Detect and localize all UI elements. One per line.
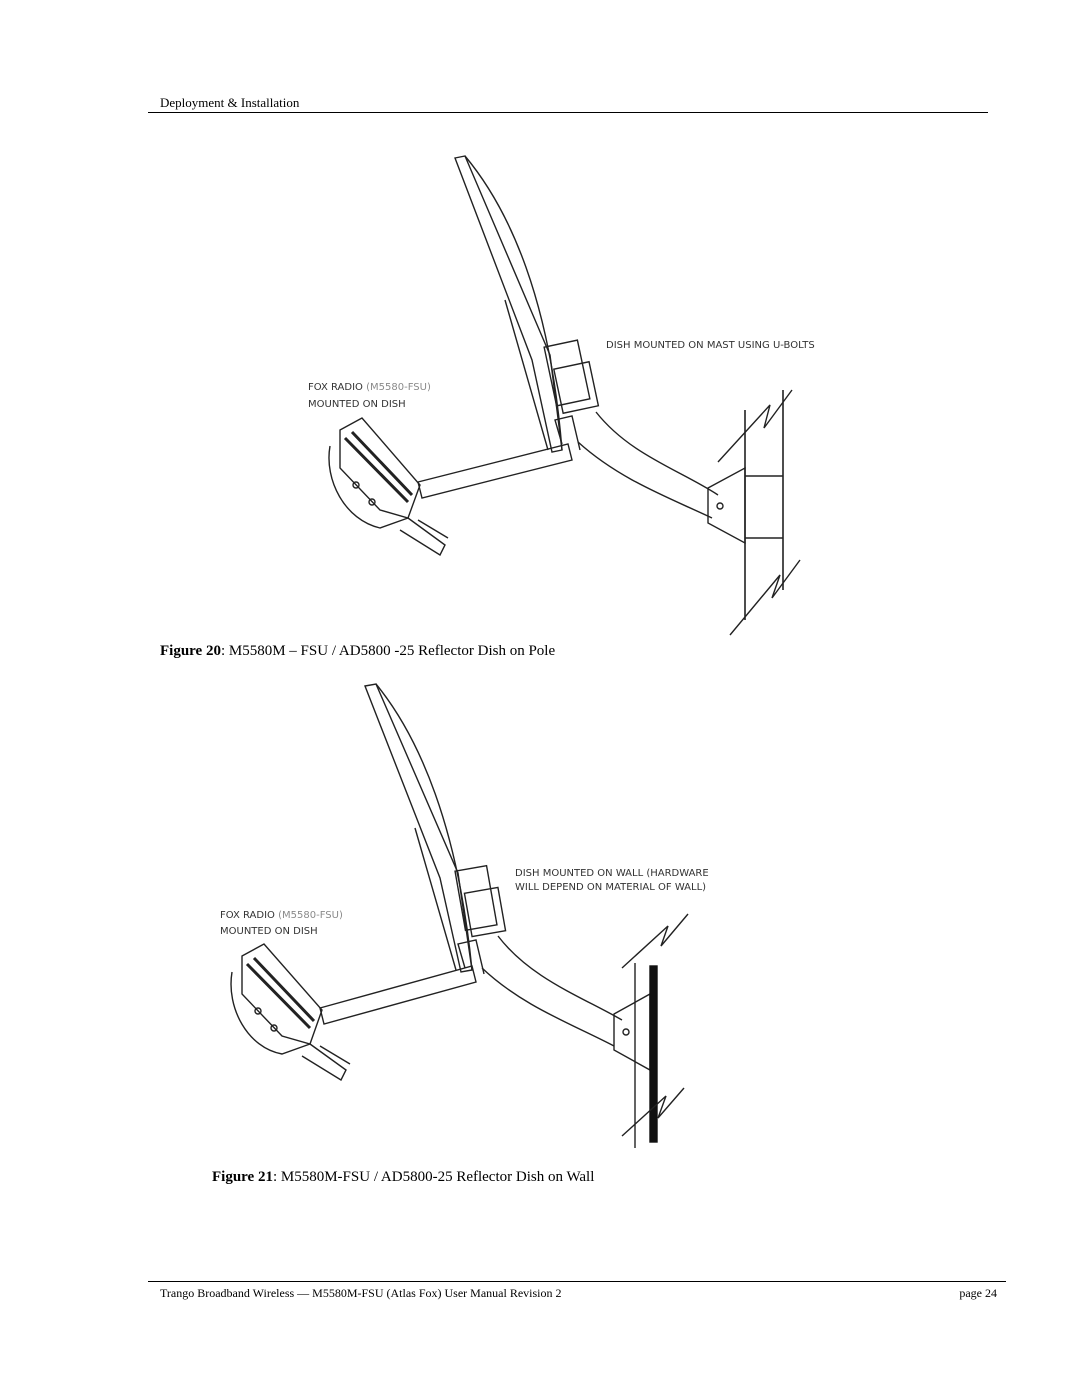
- dish-on-pole-drawing: DISH MOUNTED ON MAST USING U-BOLTS FOX R…: [308, 155, 815, 636]
- callout-radio-line2: MOUNTED ON DISH: [220, 926, 318, 937]
- figure-21-caption: Figure 21: M5580M-FSU / AD5800-25 Reflec…: [212, 1169, 594, 1186]
- mounting-arm: [595, 411, 719, 496]
- footer-page-number: page 24: [959, 1286, 997, 1300]
- footer-divider: [148, 1281, 1006, 1282]
- callout-radio-line1: FOX RADIO (M5580-FSU): [308, 382, 431, 393]
- wall-clamp: [613, 992, 651, 1072]
- figure-20-illustration: DISH MOUNTED ON MAST USING U-BOLTS FOX R…: [300, 150, 860, 640]
- callout-radio-line2: MOUNTED ON DISH: [308, 399, 406, 410]
- feed-arm: [319, 965, 477, 1025]
- figure-21-caption-text: : M5580M-FSU / AD5800-25 Reflector Dish …: [272, 1169, 595, 1185]
- callout-mast-mount: DISH MOUNTED ON MAST USING U-BOLTS: [606, 340, 815, 351]
- callout-radio-prefix: FOX RADIO: [220, 910, 278, 921]
- figure-20-caption-text: : M5580M – FSU / AD5800 -25 Reflector Di…: [220, 643, 556, 659]
- callout-radio-model: (M5580-FSU): [366, 382, 431, 393]
- reflector-dish: [364, 683, 473, 973]
- figure-20-number: Figure 20: [160, 643, 221, 659]
- pole-clamp: [707, 466, 746, 545]
- callout-wall-mount-line1: DISH MOUNTED ON WALL (HARDWARE: [515, 868, 709, 879]
- callout-radio-model: (M5580-FSU): [278, 910, 343, 921]
- dish-back-bracket: [543, 339, 591, 407]
- header-divider: [148, 112, 988, 113]
- figure-21-illustration: DISH MOUNTED ON WALL (HARDWARE WILL DEPE…: [210, 678, 745, 1168]
- callout-wall-mount-line2: WILL DEPEND ON MATERIAL OF WALL): [515, 882, 706, 893]
- figure-21-number: Figure 21: [212, 1169, 273, 1185]
- callout-radio-prefix: FOX RADIO: [308, 382, 366, 393]
- figure-20-caption: Figure 20: M5580M – FSU / AD5800 -25 Ref…: [160, 643, 555, 660]
- callout-radio-line1: FOX RADIO (M5580-FSU): [220, 910, 343, 921]
- dish-on-wall-drawing: DISH MOUNTED ON WALL (HARDWARE WILL DEPE…: [220, 683, 709, 1148]
- dish-back-bracket: [454, 864, 498, 932]
- feed-arm: [417, 443, 573, 499]
- footer-doc-title: Trango Broadband Wireless — M5580M-FSU (…: [160, 1286, 562, 1300]
- reflector-dish: [454, 155, 563, 453]
- mounting-arm: [497, 935, 623, 1021]
- running-header: Deployment & Installation: [160, 95, 300, 110]
